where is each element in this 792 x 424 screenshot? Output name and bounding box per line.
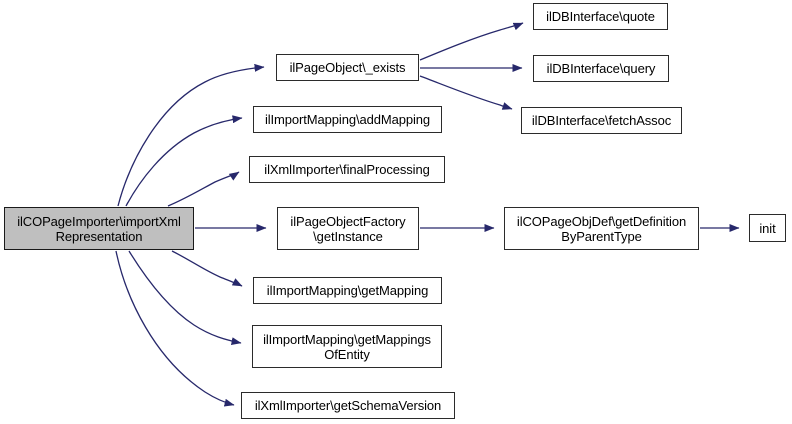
node-label-getInstance: ilPageObjectFactory \getInstance — [290, 213, 406, 244]
edge-root-to-getSchemaVersion — [115, 250, 235, 407]
node-label-fetchAssoc: ilDBInterface\fetchAssoc — [531, 113, 672, 128]
node-label-root: ilCOPageImporter\importXml Representatio… — [17, 213, 181, 244]
node-label-init: init — [759, 220, 776, 236]
node-getSchemaVersion[interactable]: ilXmlImporter\getSchemaVersion — [241, 392, 455, 419]
node-label-getSchemaVersion: ilXmlImporter\getSchemaVersion — [254, 398, 442, 413]
node-label-getMapping: ilImportMapping\getMapping — [266, 283, 429, 298]
node-label-quote: ilDBInterface\quote — [546, 9, 655, 24]
edge-root-to-getMapping — [171, 250, 243, 287]
edge-root-to-finalProcessing — [167, 171, 240, 207]
node-exists[interactable]: ilPageObject\_exists — [276, 54, 419, 81]
node-getDefinitionByParentType[interactable]: ilCOPageObjDef\getDefinition ByParentTyp… — [504, 207, 699, 250]
node-label-exists: ilPageObject\_exists — [289, 60, 406, 75]
node-fetchAssoc[interactable]: ilDBInterface\fetchAssoc — [521, 107, 682, 134]
node-label-getDefinitionByParentType: ilCOPageObjDef\getDefinition ByParentTyp… — [516, 213, 687, 244]
node-query[interactable]: ilDBInterface\query — [533, 55, 669, 82]
node-label-finalProcessing: ilXmlImporter\finalProcessing — [264, 162, 430, 177]
node-quote[interactable]: ilDBInterface\quote — [533, 3, 668, 30]
edge-root-to-exists — [117, 63, 265, 207]
node-init[interactable]: init — [749, 214, 786, 242]
node-getMappingsOfEntity[interactable]: ilImportMapping\getMappings OfEntity — [252, 325, 442, 368]
edge-root-to-getMappingsOfEntity — [128, 250, 242, 346]
node-label-getMappingsOfEntity: ilImportMapping\getMappings OfEntity — [263, 331, 431, 362]
node-root[interactable]: ilCOPageImporter\importXml Representatio… — [4, 207, 194, 250]
node-label-query: ilDBInterface\query — [546, 61, 656, 76]
edge-exists-to-fetchAssoc — [419, 75, 513, 110]
edge-root-to-addMapping — [125, 115, 243, 207]
node-getMapping[interactable]: ilImportMapping\getMapping — [253, 277, 442, 304]
node-finalProcessing[interactable]: ilXmlImporter\finalProcessing — [249, 156, 445, 183]
node-getInstance[interactable]: ilPageObjectFactory \getInstance — [277, 207, 419, 250]
edge-exists-to-quote — [419, 22, 524, 61]
node-addMapping[interactable]: ilImportMapping\addMapping — [253, 106, 442, 133]
node-label-addMapping: ilImportMapping\addMapping — [264, 112, 431, 127]
